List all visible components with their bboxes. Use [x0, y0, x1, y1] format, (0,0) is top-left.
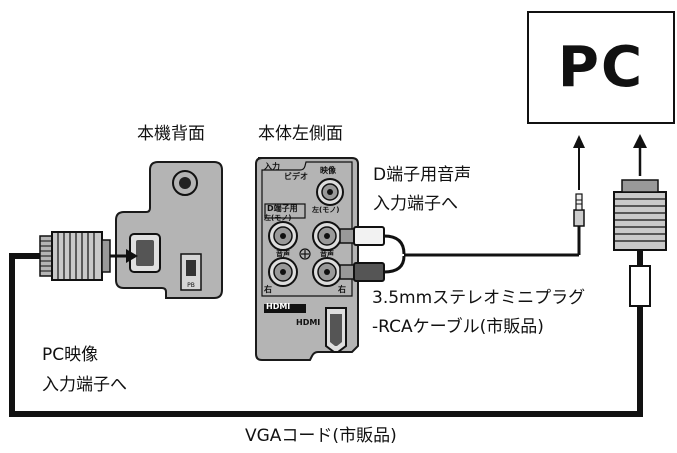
- rear-panel-label: 本機背面: [137, 124, 205, 144]
- vga-cable: [9, 253, 643, 417]
- stereo-cable-label-2: -RCAケーブル(市販品): [372, 317, 544, 337]
- d-terminal-audio-label-2: 入力端子へ: [373, 194, 458, 214]
- panel-hdmi-logo: HDMI: [266, 302, 291, 311]
- pc-label: PC: [557, 35, 645, 100]
- panel-left-mono-label-2: 左(モノ): [312, 206, 340, 214]
- vga-plug-left: [39, 231, 111, 281]
- panel-left-mono-label-1: 左(モノ): [264, 214, 292, 222]
- mini-plug: [573, 135, 585, 227]
- panel-eizo-label: 映像: [320, 166, 336, 175]
- panel-audio-label-1: 音声: [276, 250, 290, 258]
- vga-plug-right: [613, 134, 667, 307]
- side-panel: [255, 157, 359, 361]
- arrow-to-vga-port: [110, 249, 138, 263]
- pc-video-label-1: PC映像: [42, 345, 99, 365]
- panel-right-label-2: 右: [338, 285, 346, 294]
- panel-d-terminal-label: D端子用: [267, 204, 298, 213]
- panel-video-label: ビデオ: [284, 172, 308, 181]
- pc-box: PC: [527, 11, 675, 124]
- panel-input-label: 入力: [264, 162, 280, 171]
- panel-audio-label-2: 音声: [320, 250, 334, 258]
- vga-cord-label: VGAコード(市販品): [245, 426, 397, 446]
- stereo-cable-label-1: 3.5mmステレオミニプラグ: [372, 288, 586, 308]
- panel-hdmi-small-label: HDMI: [296, 318, 321, 327]
- rca-cable: [339, 226, 581, 282]
- rear-panel: PB: [115, 161, 223, 299]
- panel-right-label-1: 右: [264, 285, 272, 294]
- ferrite-core: [629, 265, 651, 307]
- side-panel-label: 本体左側面: [258, 124, 343, 144]
- d-terminal-audio-label-1: D端子用音声: [373, 165, 472, 185]
- svg-text:PB: PB: [187, 282, 195, 289]
- pc-video-label-2: 入力端子へ: [42, 375, 127, 395]
